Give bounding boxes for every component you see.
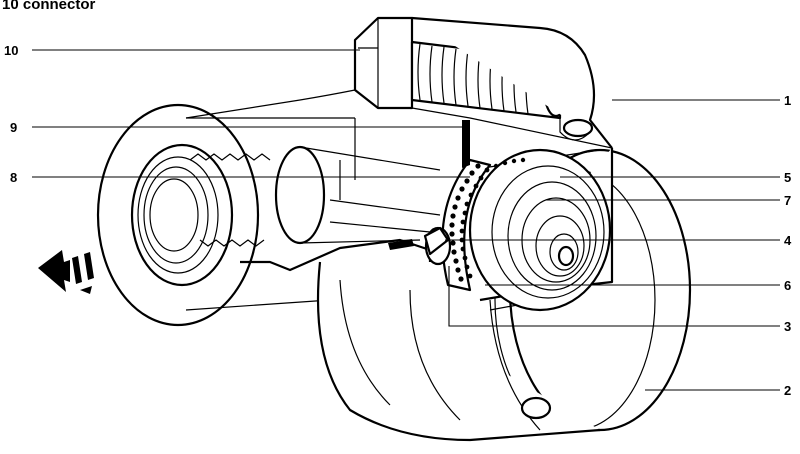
screw-plug xyxy=(353,16,613,149)
strainer-screen xyxy=(441,157,526,292)
callout-2: 2 xyxy=(784,383,791,398)
callout-6: 6 xyxy=(784,278,791,293)
housing-outline xyxy=(185,89,613,282)
callout-8: 8 xyxy=(10,170,17,185)
flow-direction-arrow-icon xyxy=(38,250,94,294)
callout-9: 9 xyxy=(10,120,17,135)
callout-7: 7 xyxy=(784,193,791,208)
callout-labels: 10 9 8 1 5 7 4 6 3 2 xyxy=(4,43,792,398)
callout-5: 5 xyxy=(784,170,791,185)
leader-lines xyxy=(32,49,780,391)
disc-stack xyxy=(468,148,612,312)
diagram-title: 10 connector xyxy=(2,0,96,13)
callout-4: 4 xyxy=(784,233,792,248)
valve-stem xyxy=(388,226,452,266)
callout-10: 10 xyxy=(4,43,18,58)
callout-1: 1 xyxy=(784,93,791,108)
outlet-body xyxy=(96,103,441,327)
callout-3: 3 xyxy=(784,319,791,334)
